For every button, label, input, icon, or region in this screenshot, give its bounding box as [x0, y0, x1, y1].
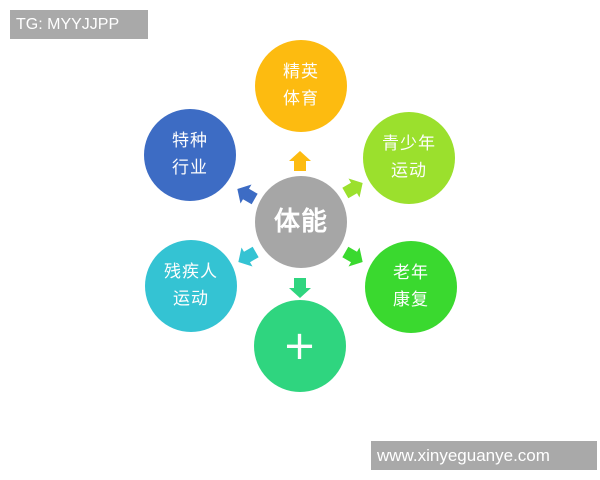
node-disabled-sports-line1: 残疾人 [164, 262, 218, 282]
node-youth-sports-line2: 运动 [391, 161, 427, 181]
node-elite-sports-line1: 精英 [283, 62, 319, 82]
node-elite-sports: 精英 体育 [255, 40, 347, 132]
node-special-industry-line2: 行业 [172, 158, 208, 178]
node-youth-sports-line1: 青少年 [382, 134, 436, 154]
node-disabled-sports: 残疾人 运动 [145, 240, 237, 332]
watermark-bottom: www.xinyeguanye.com [371, 441, 597, 470]
node-special-industry-line1: 特种 [172, 131, 208, 151]
node-plus: + [254, 300, 346, 392]
center-label: 体能 [273, 206, 328, 237]
watermark-top: TG: MYYJJPP [10, 10, 148, 39]
node-youth-sports: 青少年 运动 [363, 112, 455, 204]
arrow-up-icon [289, 151, 311, 171]
node-elderly-rehab: 老年 康复 [365, 241, 457, 333]
node-elderly-rehab-line1: 老年 [393, 263, 429, 283]
node-elite-sports-line2: 体育 [283, 89, 319, 109]
center-node-physical-fitness: 体能 [255, 176, 347, 268]
node-elderly-rehab-line2: 康复 [393, 290, 429, 310]
arrow-up-right-icon [342, 178, 363, 199]
node-special-industry: 特种 行业 [144, 109, 236, 201]
arrow-up-left-icon [237, 184, 258, 205]
arrow-down-icon [289, 278, 311, 298]
node-disabled-sports-line2: 运动 [173, 289, 209, 309]
arrow-down-right-icon [342, 246, 363, 267]
plus-icon: + [282, 323, 318, 369]
arrow-down-left-icon [238, 246, 259, 267]
